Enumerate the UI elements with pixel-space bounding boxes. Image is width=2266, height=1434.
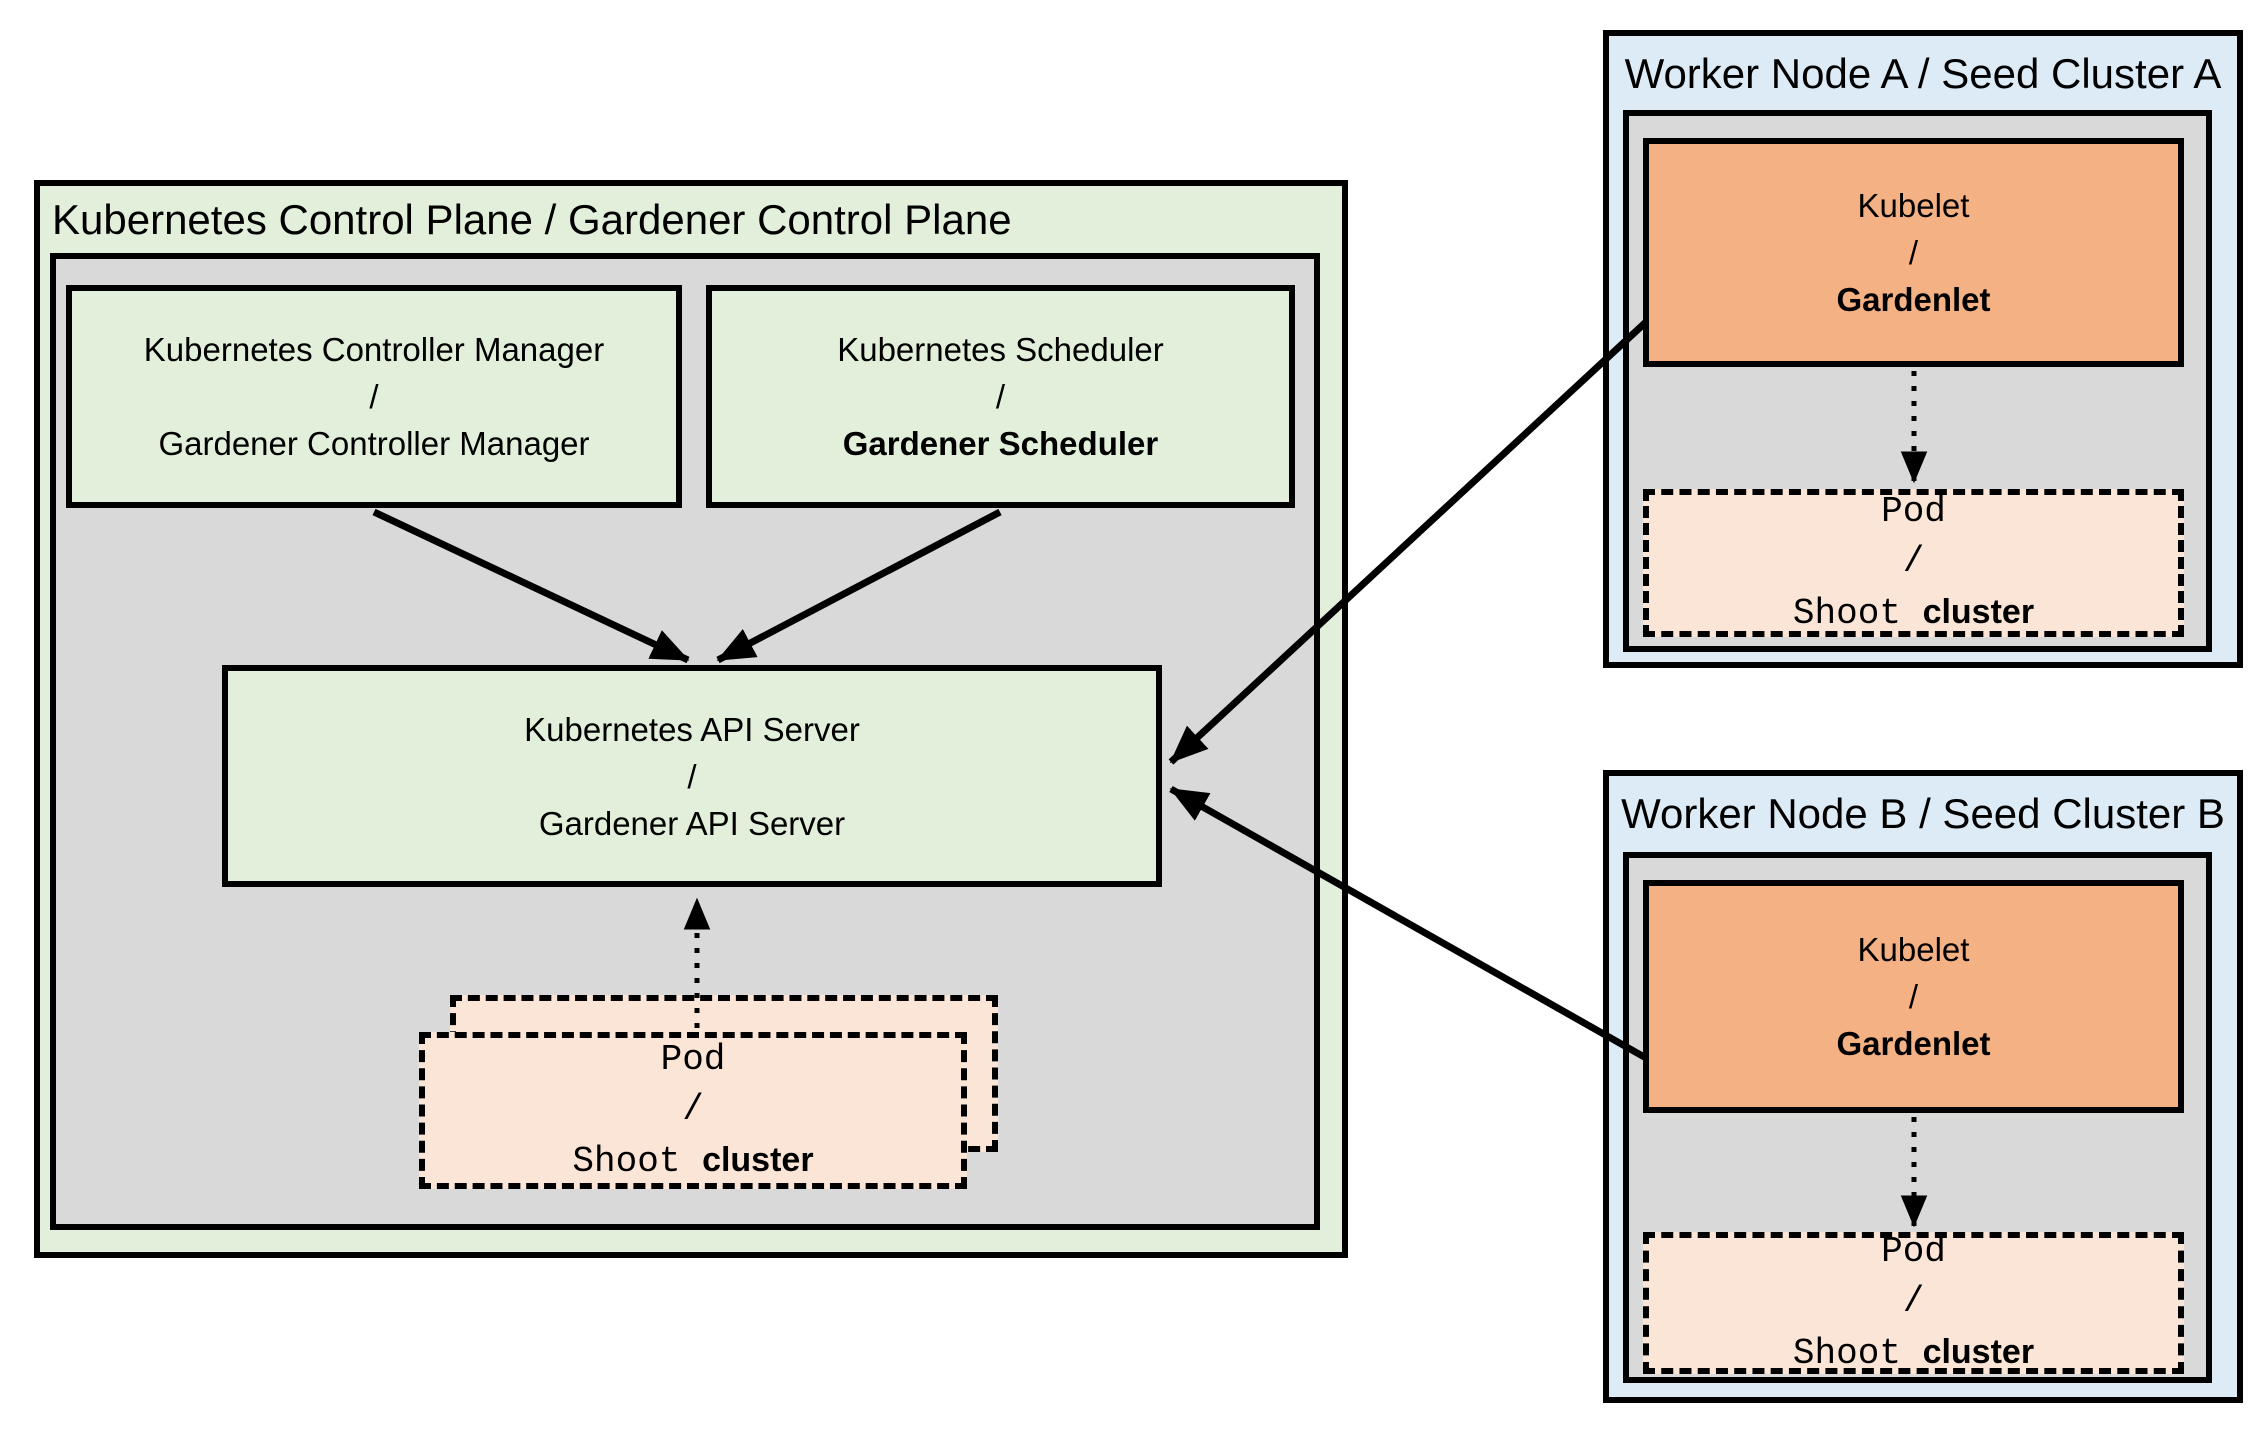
- pod-a-line1: Pod: [1881, 491, 1946, 532]
- kubelet-b-label: Kubelet / Gardenlet: [1649, 886, 2178, 1107]
- kubelet-b-line1: Kubelet: [1857, 931, 1970, 968]
- control-plane-box: Kubernetes Control Plane / Gardener Cont…: [34, 180, 1348, 1258]
- worker-node-a-box: Worker Node A / Seed Cluster A Kubelet /…: [1603, 30, 2243, 668]
- pod-b-label: Pod / Shoot cluster: [1649, 1231, 2178, 1374]
- pod-separator: /: [682, 1088, 704, 1130]
- control-plane-title: Kubernetes Control Plane / Gardener Cont…: [52, 196, 1012, 243]
- controller-manager-label: Kubernetes Controller Manager / Gardener…: [72, 291, 676, 502]
- controller-manager-separator: /: [369, 378, 379, 415]
- api-server-separator: /: [687, 757, 697, 795]
- pod-a-separator: /: [1902, 541, 1925, 582]
- scheduler-line1: Kubernetes Scheduler: [837, 331, 1164, 368]
- scheduler-box: Kubernetes Scheduler / Gardener Schedule…: [706, 285, 1295, 508]
- worker-node-b-box: Worker Node B / Seed Cluster B Kubelet /…: [1603, 770, 2243, 1403]
- scheduler-label: Kubernetes Scheduler / Gardener Schedule…: [712, 291, 1289, 502]
- pod-shoot-cluster-b-box: Pod / Shoot cluster: [1643, 1231, 2184, 1374]
- worker-node-a-title: Worker Node A / Seed Cluster A: [1624, 50, 2222, 97]
- pod-a-line2-space: [1901, 593, 1923, 634]
- pod-b-line2-mono: Shoot: [1792, 1333, 1901, 1374]
- pod-b-line2-sans: cluster: [1922, 1333, 2035, 1371]
- pod-line1: Pod: [660, 1038, 726, 1080]
- scheduler-separator: /: [995, 378, 1006, 415]
- kubelet-b-separator: /: [1908, 978, 1919, 1015]
- pod-a-line2-sans: cluster: [1922, 593, 2035, 631]
- worker-node-b-title: Worker Node B / Seed Cluster B: [1621, 790, 2225, 837]
- pod-line2-sans: cluster: [702, 1140, 814, 1179]
- kubelet-a-label: Kubelet / Gardenlet: [1649, 144, 2178, 361]
- controller-manager-box: Kubernetes Controller Manager / Gardener…: [66, 285, 682, 508]
- pod-shoot-cluster-front-box: Pod / Shoot cluster: [419, 1032, 967, 1189]
- pod-b-line2: Shoot cluster: [1793, 1327, 2034, 1379]
- pod-line2-mono: Shoot: [572, 1140, 681, 1182]
- pod-b-separator: /: [1902, 1281, 1925, 1322]
- api-server-box: Kubernetes API Server / Gardener API Ser…: [222, 665, 1162, 887]
- kubelet-a-line1: Kubelet: [1857, 187, 1970, 224]
- pod-a-line2: Shoot cluster: [1793, 587, 2034, 639]
- pod-a-line2-mono: Shoot: [1792, 593, 1901, 634]
- pod-line2-space: [680, 1141, 702, 1182]
- kubelet-b-line2: Gardenlet: [1836, 1025, 1991, 1062]
- controller-manager-line1: Kubernetes Controller Manager: [143, 331, 605, 368]
- api-server-label: Kubernetes API Server / Gardener API Ser…: [228, 671, 1156, 881]
- scheduler-line2: Gardener Scheduler: [842, 425, 1159, 462]
- pod-shoot-cluster-label: Pod / Shoot cluster: [425, 1038, 961, 1183]
- controller-manager-line2: Gardener Controller Manager: [158, 425, 590, 462]
- kubelet-a-line2: Gardenlet: [1836, 281, 1991, 318]
- pod-a-label: Pod / Shoot cluster: [1649, 491, 2178, 634]
- api-server-line1: Kubernetes API Server: [524, 710, 860, 748]
- pod-line2: Shoot cluster: [572, 1135, 813, 1187]
- api-server-line2: Gardener API Server: [538, 804, 846, 842]
- kubelet-gardenlet-a-box: Kubelet / Gardenlet: [1643, 138, 2184, 367]
- pod-b-line1: Pod: [1881, 1231, 1946, 1272]
- pod-b-line2-space: [1901, 1333, 1923, 1374]
- kubelet-a-separator: /: [1908, 234, 1919, 271]
- pod-shoot-cluster-a-box: Pod / Shoot cluster: [1643, 489, 2184, 637]
- kubelet-gardenlet-b-box: Kubelet / Gardenlet: [1643, 880, 2184, 1113]
